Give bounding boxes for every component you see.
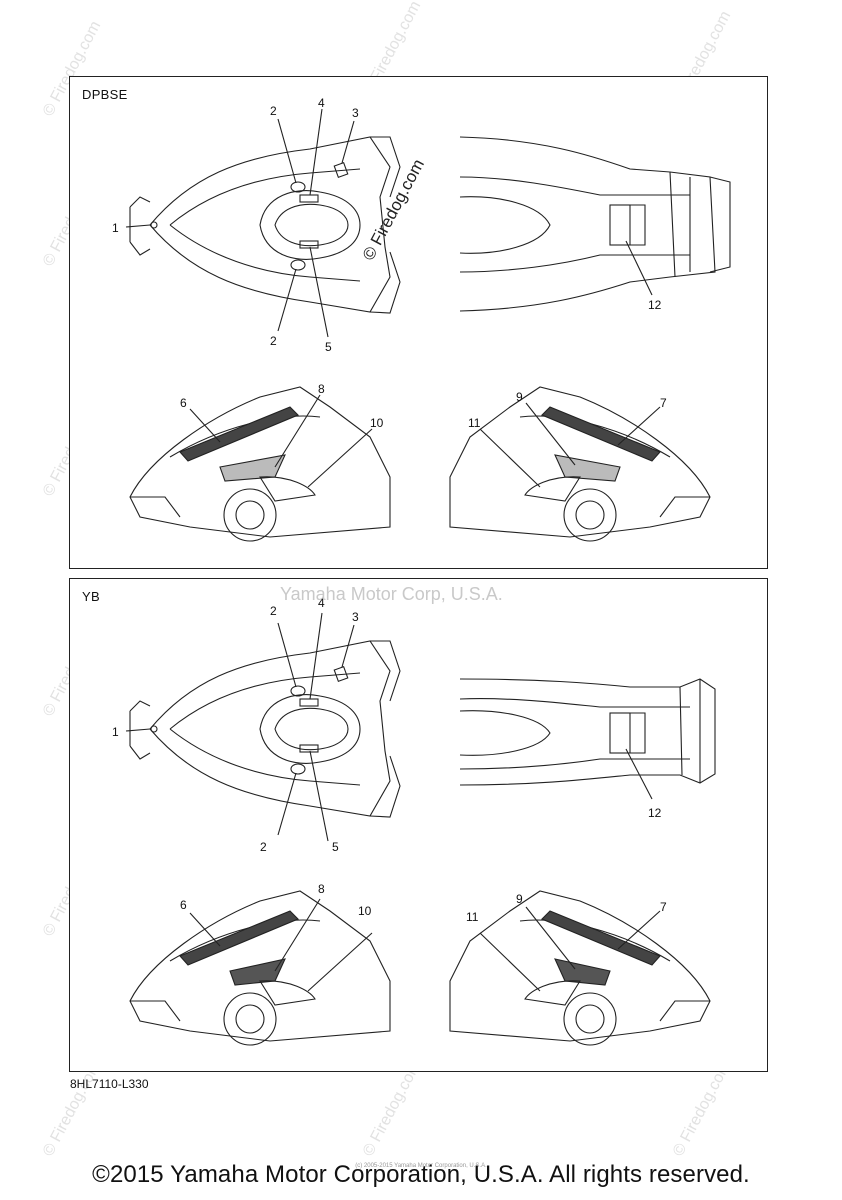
copyright-footer: ©2015 Yamaha Motor Corporation, U.S.A. A… bbox=[92, 1161, 750, 1188]
small-copyright: (c) 2005-2015 Yamaha Motor Corporation, … bbox=[355, 1163, 487, 1169]
callout-number: 5 bbox=[332, 840, 339, 854]
callout-number: 6 bbox=[180, 898, 187, 912]
panel-label: DPBSE bbox=[82, 87, 128, 102]
watermark: Yamaha Motor Corp, U.S.A. bbox=[280, 584, 503, 604]
callout-number: 2 bbox=[260, 840, 267, 854]
callout-number: 10 bbox=[358, 904, 372, 918]
watermark: © Firedog.com bbox=[669, 1058, 735, 1160]
label-location-drawing: 1 2 4 3 2 5 12 6 8 10 11 9 7 bbox=[112, 96, 731, 542]
watermark: © Firedog.com bbox=[359, 1058, 425, 1160]
callout-number: 2 bbox=[270, 334, 277, 348]
callout-number: 3 bbox=[352, 106, 359, 120]
callout-number: 2 bbox=[270, 104, 277, 118]
callout-number: 9 bbox=[516, 892, 523, 906]
callout-number: 7 bbox=[660, 900, 667, 914]
watermark: © Firedog.com bbox=[39, 1058, 105, 1160]
callout-number: 8 bbox=[318, 882, 325, 896]
label-location-drawing: 1 2 4 3 2 5 12 6 8 10 11 9 7 bbox=[112, 596, 716, 1046]
callout-number: 1 bbox=[112, 221, 119, 235]
callout-number: 8 bbox=[318, 382, 325, 396]
callout-number: 4 bbox=[318, 596, 325, 610]
callout-number: 12 bbox=[648, 806, 662, 820]
callout-number: 9 bbox=[516, 390, 523, 404]
callout-number: 7 bbox=[660, 396, 667, 410]
callout-number: 10 bbox=[370, 416, 384, 430]
callout-number: 1 bbox=[112, 725, 119, 739]
callout-number: 11 bbox=[468, 416, 481, 430]
part-code: 8HL7110-L330 bbox=[70, 1077, 149, 1091]
callout-number: 6 bbox=[180, 396, 187, 410]
panel-label: YB bbox=[82, 589, 100, 604]
callout-number: 2 bbox=[270, 604, 277, 618]
diagram-panel-dpbse: DPBSE bbox=[69, 76, 768, 569]
callout-number: 4 bbox=[318, 96, 325, 110]
callout-number: 3 bbox=[352, 610, 359, 624]
callout-number: 12 bbox=[648, 298, 662, 312]
callout-number: 5 bbox=[325, 340, 332, 354]
diagram-panel-yb: YB bbox=[69, 578, 768, 1072]
callout-number: 11 bbox=[466, 910, 479, 924]
